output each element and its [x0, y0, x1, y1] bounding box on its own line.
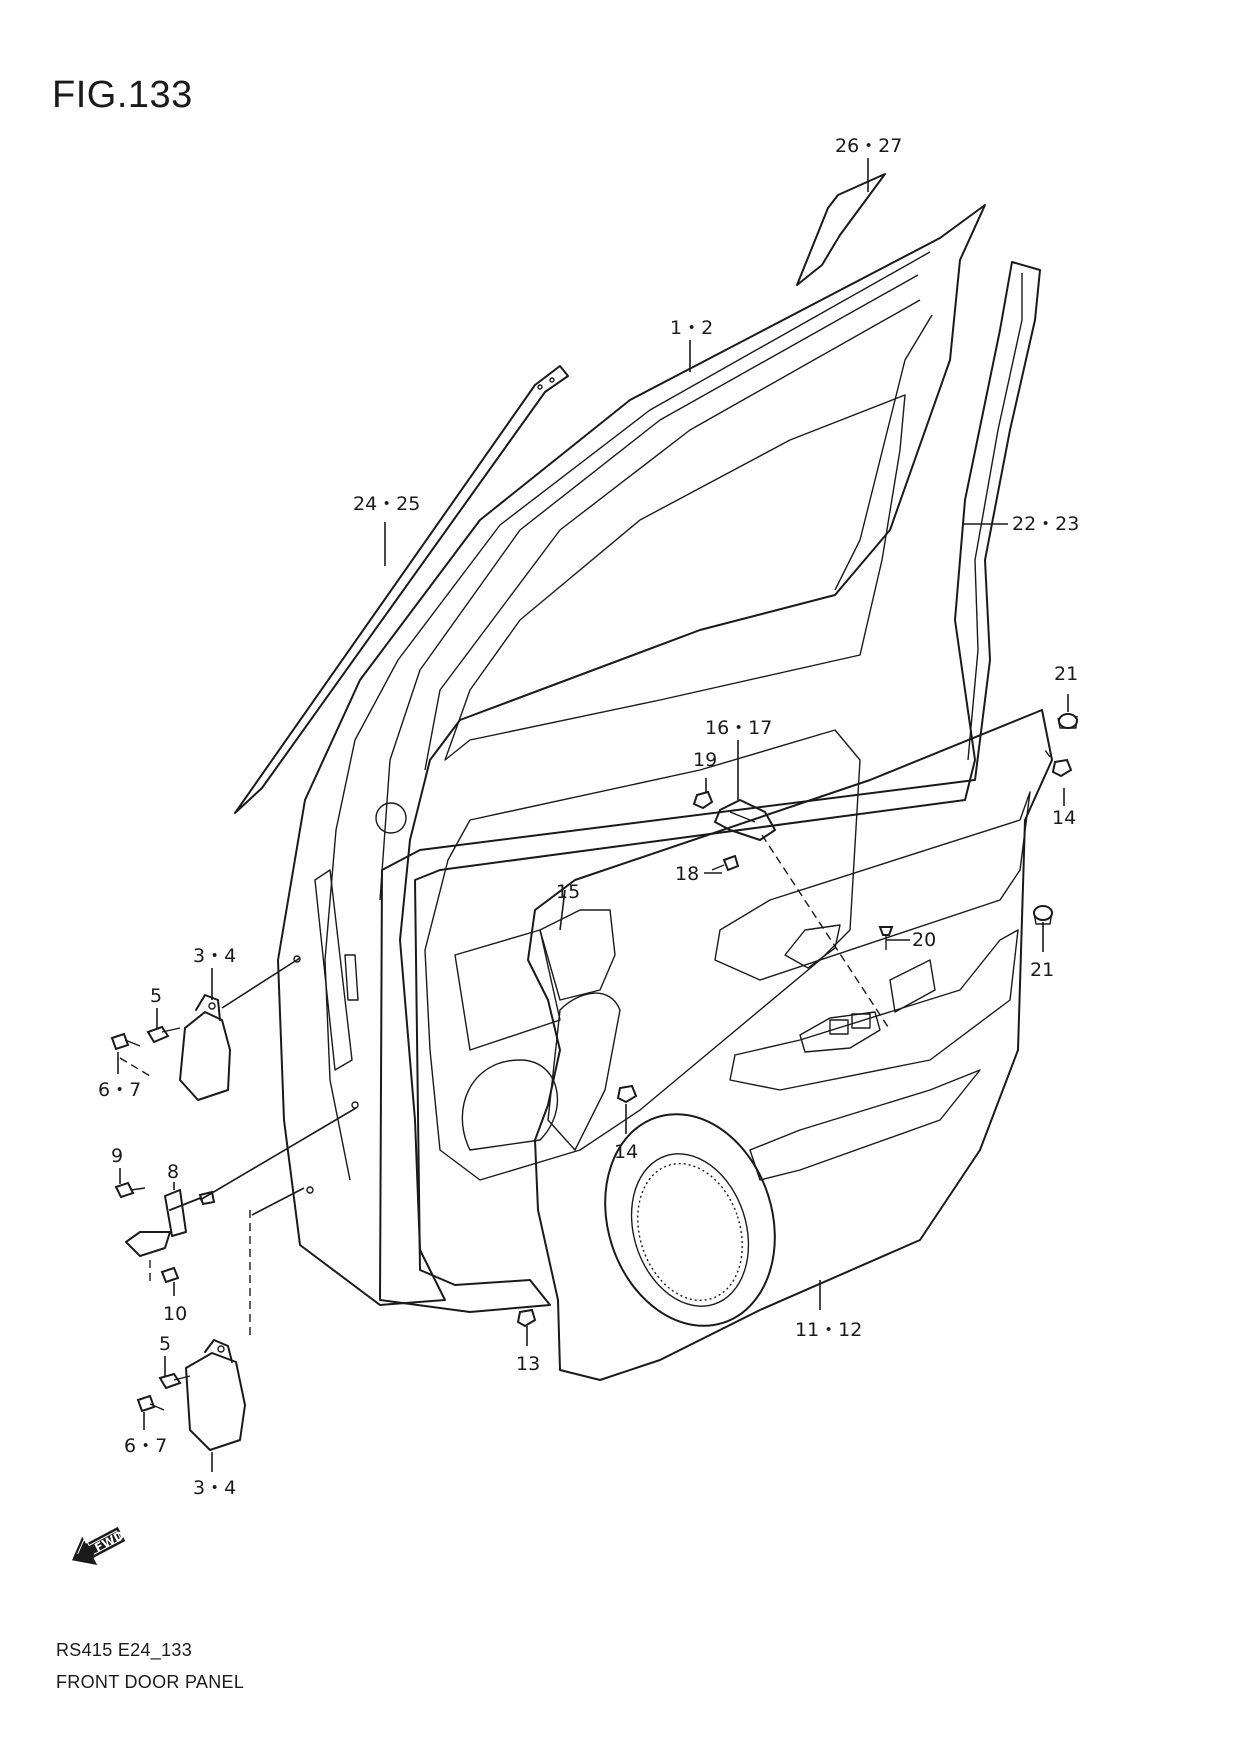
callout-8: 8	[167, 1161, 179, 1183]
callouts: 26・27 1・2 24・25 22・23 21 16・17 19 14 18 …	[98, 135, 1079, 1499]
part-weatherstrip	[379, 261, 1041, 1313]
drawing-name: FRONT DOOR PANEL	[56, 1672, 245, 1692]
callout-9: 9	[111, 1145, 123, 1167]
part-door-check	[114, 1181, 216, 1284]
callout-26-27: 26・27	[835, 135, 902, 157]
callout-15: 15	[556, 881, 580, 903]
callout-16-17: 16・17	[705, 717, 772, 739]
leader-lines	[117, 158, 1069, 1472]
part-clips	[516, 713, 1078, 1328]
callout-1-2: 1・2	[670, 317, 713, 339]
part-lower-hinge	[136, 1339, 246, 1451]
callout-3-4-bottom: 3・4	[193, 1477, 236, 1499]
part-door-shell	[277, 204, 986, 1306]
callout-13: 13	[516, 1353, 540, 1375]
fwd-arrow-icon: FWD	[72, 1526, 127, 1565]
callout-14-right: 14	[1052, 807, 1076, 829]
drawing-code: RS415 E24_133	[56, 1640, 193, 1660]
callout-20: 20	[912, 929, 936, 951]
callout-22-23: 22・23	[1012, 513, 1079, 535]
callout-3-4-top: 3・4	[193, 945, 236, 967]
callout-6-7-top: 6・7	[98, 1079, 141, 1101]
part-sash-strip	[796, 173, 886, 286]
callout-18: 18	[675, 863, 699, 885]
callout-24-25: 24・25	[353, 493, 420, 515]
part-upper-hinge	[110, 994, 231, 1101]
callout-5-bottom: 5	[159, 1333, 171, 1355]
callout-19: 19	[693, 749, 717, 771]
callout-11-12: 11・12	[795, 1319, 862, 1341]
part-trim-panel	[527, 709, 1053, 1381]
callout-6-7-bottom: 6・7	[124, 1435, 167, 1457]
figure-title: FIG.133	[52, 74, 193, 116]
part-pillar-moulding	[234, 365, 569, 814]
callout-21-bottom: 21	[1030, 959, 1054, 981]
callout-14-mid: 14	[614, 1141, 638, 1163]
callout-21-top: 21	[1054, 663, 1078, 685]
callout-5-top: 5	[150, 985, 162, 1007]
part-lock-bracket	[714, 799, 776, 841]
part-inner-handle-bracket	[539, 889, 616, 1001]
callout-10: 10	[163, 1303, 187, 1325]
